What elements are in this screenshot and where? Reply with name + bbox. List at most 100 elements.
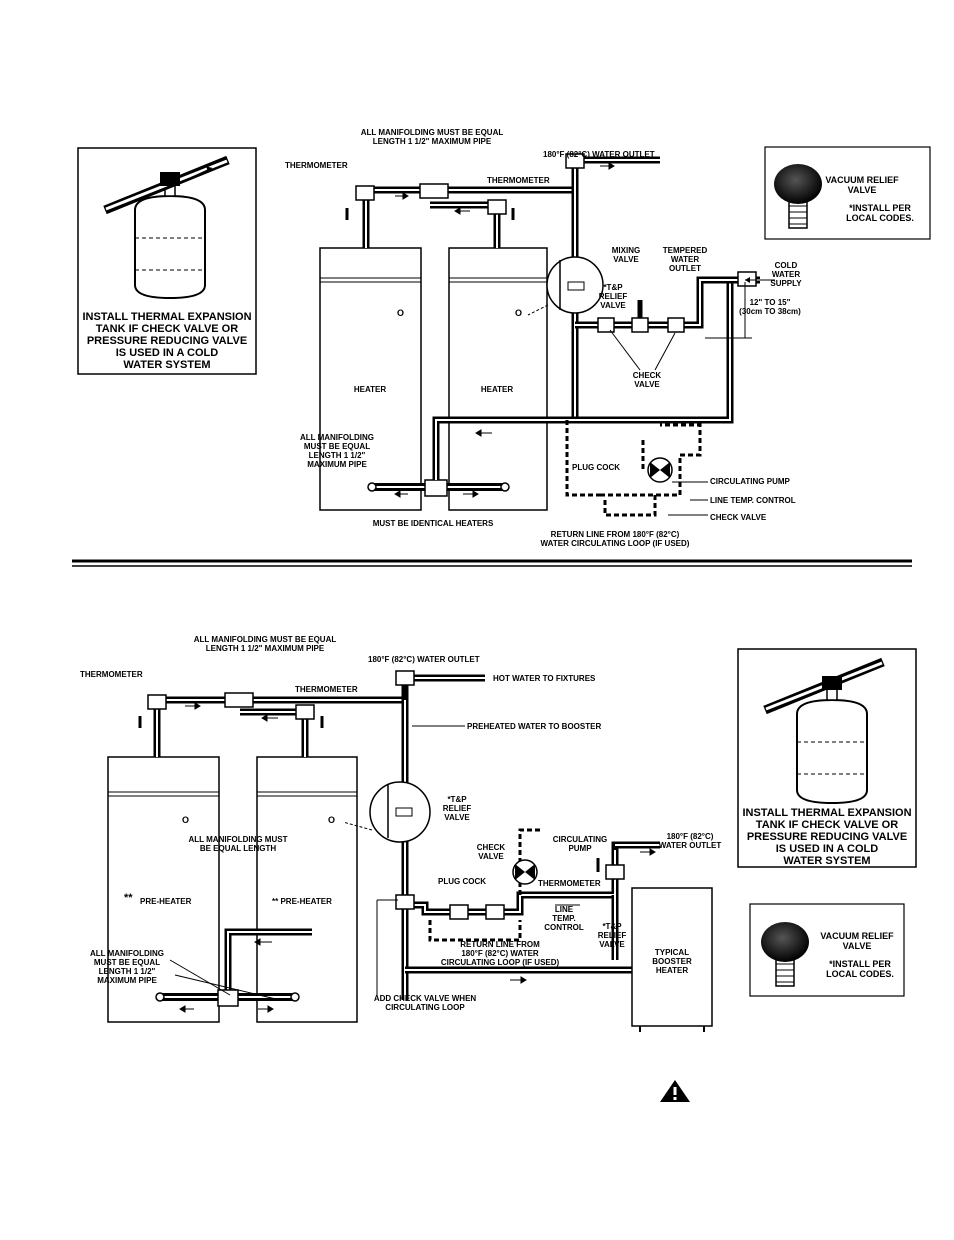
bottom-vacuum-relief-callout: VACUUM RELIEF VALVE *INSTALL PER LOCAL C… <box>749 903 905 997</box>
bottom-check-valve-2: VALVE <box>478 852 504 861</box>
bottom-tp-relief-1: *T&P <box>447 795 467 804</box>
top-identical-heaters: MUST BE IDENTICAL HEATERS <box>373 519 494 528</box>
top-dimension-1: 12" TO 15" <box>750 298 791 307</box>
top-expansion-tank-callout: INSTALL THERMAL EXPANSION TANK IF CHECK … <box>77 147 257 375</box>
bottom-vacuum-line-4: LOCAL CODES. <box>826 969 894 979</box>
bottom-return-line-2: 180°F (82°C) WATER <box>461 949 539 958</box>
bottom-tank-callout-line-1: INSTALL THERMAL EXPANSION <box>742 807 911 819</box>
bottom-circulating-pump-2: PUMP <box>568 844 592 853</box>
top-tank-callout-line-4: IS USED IN A COLD <box>116 347 219 359</box>
top-cold-supply-1: COLD <box>775 261 798 270</box>
warning-triangle-icon <box>660 1080 690 1102</box>
top-circulating-loop <box>565 420 702 517</box>
top-lower-manifold-3: LENGTH 1 1/2" <box>309 451 366 460</box>
bottom-return-line-1: RETURN LINE FROM <box>460 940 540 949</box>
top-heater-left-label: HEATER <box>354 385 387 394</box>
bottom-lower-manifold-3: LENGTH 1 1/2" <box>99 967 156 976</box>
section-divider <box>72 559 912 567</box>
bottom-return-line-3: CIRCULATING LOOP (IF USED) <box>441 958 560 967</box>
bottom-lower-manifold-1: ALL MANIFOLDING <box>90 949 164 958</box>
bottom-lower-manifold-2: MUST BE EQUAL <box>94 958 160 967</box>
top-heater-left: O HEATER <box>319 247 422 511</box>
bottom-expansion-tank-callout: INSTALL THERMAL EXPANSION TANK IF CHECK … <box>737 648 917 868</box>
bottom-manifold-note-2: LENGTH 1 1/2" MAXIMUM PIPE <box>206 644 325 653</box>
vacuum-relief-valve-icon <box>774 164 822 229</box>
top-circulating-pump: CIRCULATING PUMP <box>710 477 791 486</box>
top-dimension-2: (30cm TO 38cm) <box>739 307 801 316</box>
bottom-preheater-left-label: PRE-HEATER <box>140 897 192 906</box>
bottom-tank-callout-line-5: WATER SYSTEM <box>783 855 870 867</box>
top-tempered-outlet-3: OUTLET <box>669 264 701 273</box>
top-cold-supply-2: WATER <box>772 270 801 279</box>
bottom-upper-piping <box>147 670 632 1000</box>
top-return-line-2: WATER CIRCULATING LOOP (IF USED) <box>541 539 690 548</box>
top-thermometer-right: THERMOMETER <box>487 176 550 185</box>
bottom-tp-magnifier <box>342 781 431 843</box>
top-mixing-valve-2: VALVE <box>613 255 639 264</box>
top-thermometer-left: THERMOMETER <box>285 161 348 170</box>
top-check-valve: CHECK VALVE <box>710 513 767 522</box>
bottom-preheater-right-o: O <box>328 815 335 825</box>
bottom-booster-heater: TYPICAL BOOSTER HEATER <box>631 887 713 1032</box>
bottom-booster-2: BOOSTER <box>652 957 692 966</box>
top-line-temp-control: LINE TEMP. CONTROL <box>710 496 796 505</box>
top-mixing-valve-assembly <box>575 271 760 333</box>
bottom-tp-relief-2: RELIEF <box>443 804 472 813</box>
top-figure: INSTALL THERMAL EXPANSION TANK IF CHECK … <box>77 128 931 548</box>
top-tp-relief-1: *T&P <box>603 283 623 292</box>
top-flow-arrows <box>395 162 615 437</box>
bottom-tp-booster-1: *T&P <box>602 922 622 931</box>
bottom-manifold-equal-2: BE EQUAL LENGTH <box>200 844 277 853</box>
expansion-tank-icon <box>763 657 885 805</box>
top-check-valve-1: CHECK <box>633 371 662 380</box>
top-return-line-1: RETURN LINE FROM 180°F (82°C) <box>551 530 680 539</box>
bottom-preheater-right-label: ** PRE-HEATER <box>272 897 332 906</box>
bottom-vacuum-line-3: *INSTALL PER <box>829 959 891 969</box>
top-vacuum-line-4: LOCAL CODES. <box>846 213 914 223</box>
bottom-lower-manifold <box>155 928 312 1007</box>
top-tp-relief-3: VALVE <box>600 301 626 310</box>
bottom-circulating-loop <box>395 828 660 960</box>
bottom-tank-callout-line-2: TANK IF CHECK VALVE OR <box>756 819 898 831</box>
bottom-vacuum-line-2: VALVE <box>843 941 872 951</box>
bottom-tank-callout-line-3: PRESSURE REDUCING VALVE <box>747 831 907 843</box>
top-lower-manifold-1: ALL MANIFOLDING <box>300 433 374 442</box>
top-plug-cock: PLUG COCK <box>572 463 620 472</box>
bottom-tp-booster-3: VALVE <box>599 940 625 949</box>
bottom-thermometer-left: THERMOMETER <box>80 670 143 679</box>
top-heater-right-o: O <box>515 308 522 318</box>
top-vacuum-line-3: *INSTALL PER <box>849 203 911 213</box>
bottom-tp-booster-2: RELIEF <box>598 931 627 940</box>
bottom-plug-cock: PLUG COCK <box>438 877 486 886</box>
bottom-tp-relief-3: VALVE <box>444 813 470 822</box>
top-circulating-pump-icon <box>647 457 673 483</box>
bottom-preheater-left-mark: ** <box>124 892 133 904</box>
top-mixing-valve-1: MIXING <box>612 246 640 255</box>
bottom-vacuum-line-1: VACUUM RELIEF <box>820 931 894 941</box>
top-tempered-outlet-1: TEMPERED <box>663 246 708 255</box>
top-heater-right-label: HEATER <box>481 385 514 394</box>
top-tp-magnifier <box>527 256 604 316</box>
top-lower-manifold-2: MUST BE EQUAL <box>304 442 370 451</box>
bottom-lower-manifold-4: MAXIMUM PIPE <box>97 976 157 985</box>
bottom-outlet-right-1: 180°F (82°C) <box>667 832 714 841</box>
bottom-preheater-left-o: O <box>182 815 189 825</box>
bottom-add-check-2: CIRCULATING LOOP <box>385 1003 465 1012</box>
top-vacuum-line-1: VACUUM RELIEF <box>825 175 899 185</box>
top-check-valve-2: VALVE <box>634 380 660 389</box>
bottom-line-temp-2: TEMP. <box>552 914 575 923</box>
top-lower-manifold <box>367 280 734 497</box>
vacuum-relief-valve-icon <box>761 922 809 987</box>
bottom-circulating-pump-1: CIRCULATING <box>553 835 608 844</box>
bottom-booster-1: TYPICAL <box>655 948 689 957</box>
bottom-preheater-right: O ** PRE-HEATER <box>256 756 358 1023</box>
bottom-preheated-to-booster: PREHEATED WATER TO BOOSTER <box>467 722 601 731</box>
bottom-line-temp-3: CONTROL <box>544 923 584 932</box>
bottom-tank-callout-line-4: IS USED IN A COLD <box>776 843 879 855</box>
bottom-figure: O ** PRE-HEATER O ** PRE-HEATER <box>80 635 917 1032</box>
top-tank-callout-line-3: PRESSURE REDUCING VALVE <box>87 335 247 347</box>
bottom-hot-to-fixtures: HOT WATER TO FIXTURES <box>493 674 596 683</box>
bottom-line-temp-1: LINE <box>555 905 574 914</box>
top-lower-manifold-4: MAXIMUM PIPE <box>307 460 367 469</box>
bottom-add-check-1: ADD CHECK VALVE WHEN <box>374 994 477 1003</box>
